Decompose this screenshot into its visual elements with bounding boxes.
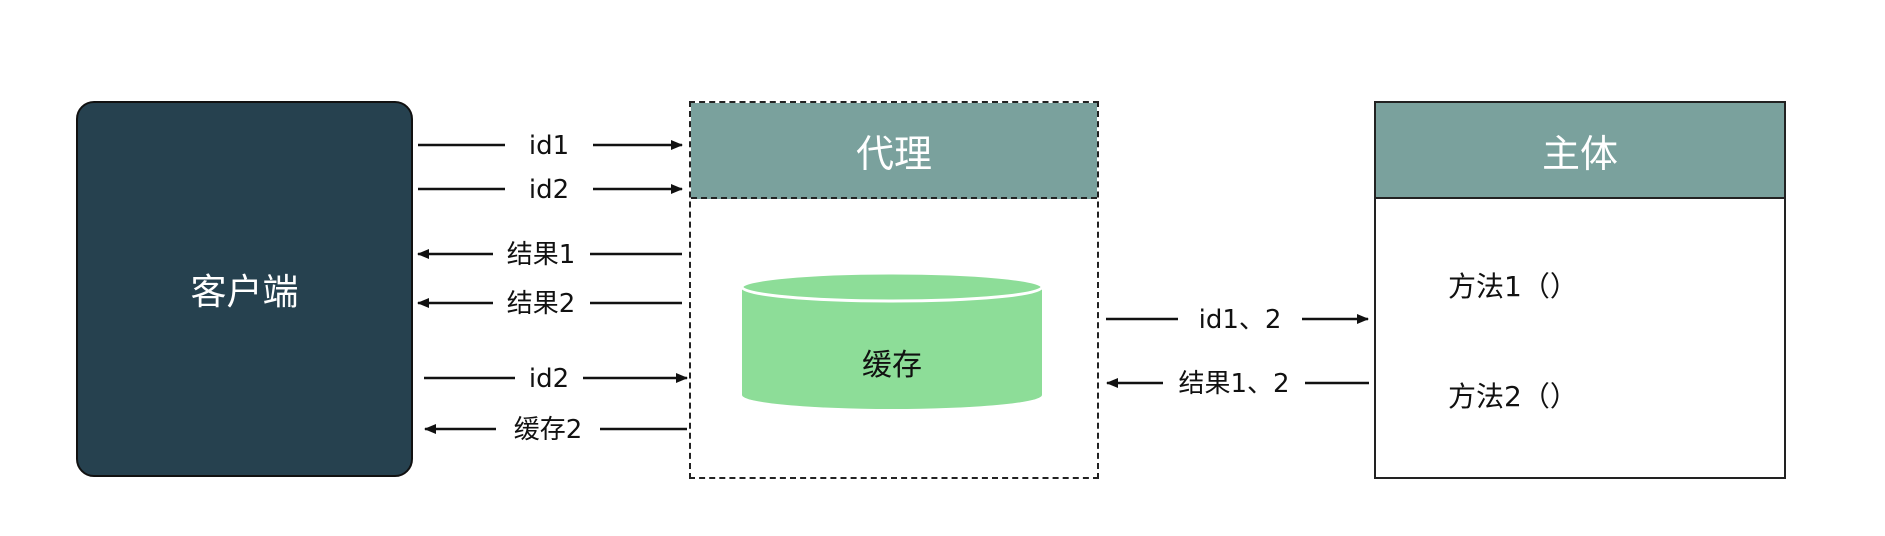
arrow-proxy-to-subject: id1、2 [1106, 305, 1369, 335]
arrow-proxy-to-client-3: 缓存2 [424, 415, 687, 445]
arrow-label-id2-repeat: id2 [529, 364, 569, 394]
arrow-proxy-to-client-2: 结果2 [417, 289, 682, 319]
proxy-box: 代理 [689, 101, 1099, 479]
arrow-label-cache2: 缓存2 [514, 415, 583, 445]
arrow-subject-to-proxy: 结果1、2 [1106, 369, 1369, 399]
arrow-client-to-proxy-2: id2 [418, 175, 683, 205]
cache-cylinder [740, 271, 1044, 409]
arrow-proxy-to-client-1: 结果1 [417, 240, 682, 270]
subject-header: 主体 [1376, 103, 1784, 199]
proxy-header: 代理 [691, 103, 1097, 199]
subject-method-1: 方法1（） [1448, 270, 1578, 303]
client-label: 客户端 [190, 272, 299, 313]
proxy-title: 代理 [855, 131, 932, 176]
subject-title: 主体 [1541, 131, 1618, 176]
arrow-label-result1: 结果1 [507, 240, 576, 270]
cache-label: 缓存 [862, 348, 922, 383]
client-box: 客户端 [76, 101, 413, 477]
arrow-label-result2: 结果2 [507, 289, 576, 319]
arrow-label-id1-2: id1、2 [1199, 305, 1282, 335]
subject-method-2: 方法2（） [1448, 380, 1578, 413]
arrow-client-to-proxy-3: id2 [424, 364, 688, 394]
arrow-client-to-proxy-1: id1 [418, 131, 683, 161]
arrow-label-id2: id2 [529, 175, 569, 205]
arrow-label-result1-2: 结果1、2 [1178, 369, 1289, 399]
subject-box: 主体 方法1（） 方法2（） [1374, 101, 1786, 479]
arrow-label-id1: id1 [529, 131, 569, 161]
